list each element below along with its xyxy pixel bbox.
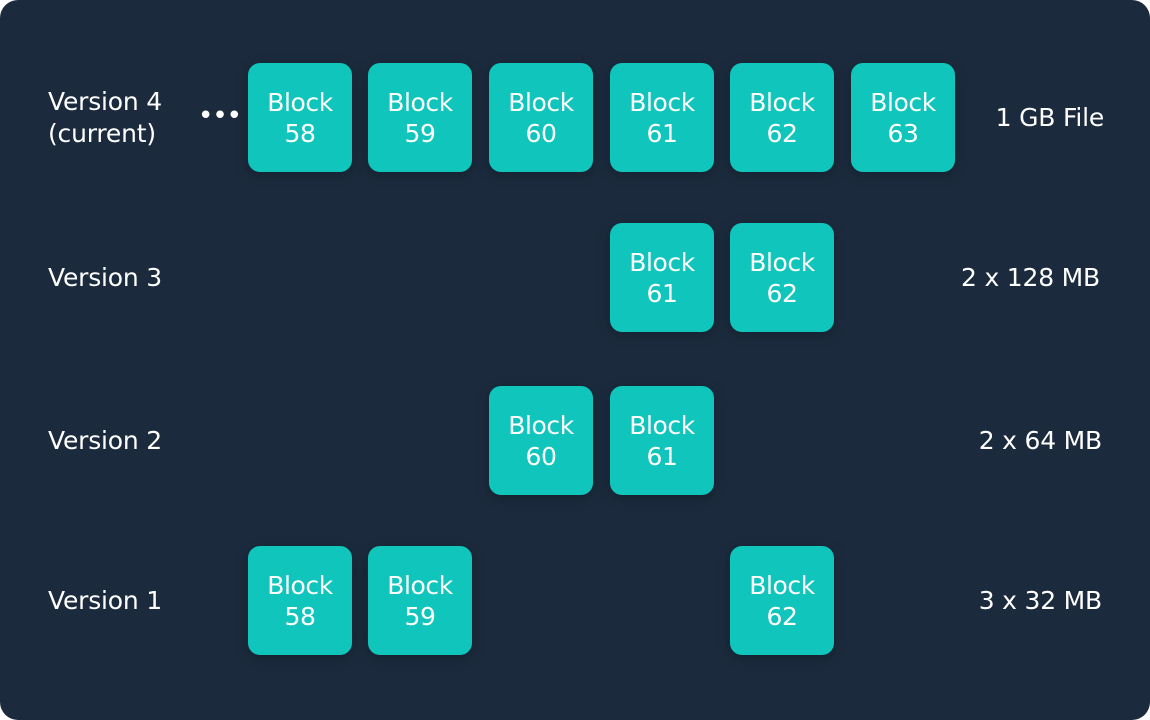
version-2-label-line-1: Version 2 xyxy=(48,426,162,455)
ellipsis-icon: ••• xyxy=(198,101,242,131)
block-v2-60: Block 60 xyxy=(489,386,593,495)
version-3-label-line-1: Version 3 xyxy=(48,263,162,292)
block-v3-61: Block 61 xyxy=(610,223,714,332)
version-3-label: Version 3 xyxy=(48,262,162,294)
block-word: Block xyxy=(387,570,453,600)
block-word: Block xyxy=(629,87,695,117)
block-word: Block xyxy=(870,87,936,117)
version-4-label: Version 4 (current) xyxy=(48,86,162,150)
block-v4-60: Block 60 xyxy=(489,63,593,172)
block-v2-61: Block 61 xyxy=(610,386,714,495)
block-number: 61 xyxy=(646,441,678,471)
block-v4-61: Block 61 xyxy=(610,63,714,172)
block-word: Block xyxy=(629,410,695,440)
block-v1-59: Block 59 xyxy=(368,546,472,655)
block-v4-62: Block 62 xyxy=(730,63,834,172)
version-3-size: 2 x 128 MB xyxy=(961,263,1100,292)
block-number: 62 xyxy=(766,601,798,631)
block-word: Block xyxy=(508,410,574,440)
block-number: 61 xyxy=(646,118,678,148)
block-number: 60 xyxy=(525,118,557,148)
block-word: Block xyxy=(749,87,815,117)
block-word: Block xyxy=(508,87,574,117)
version-1-size: 3 x 32 MB xyxy=(978,586,1102,615)
block-word: Block xyxy=(629,247,695,277)
block-v4-63: Block 63 xyxy=(851,63,955,172)
block-number: 62 xyxy=(766,278,798,308)
version-4-size: 1 GB File xyxy=(995,103,1105,132)
block-number: 58 xyxy=(284,601,316,631)
version-4-label-line-1: Version 4 xyxy=(48,87,162,116)
version-2-size: 2 x 64 MB xyxy=(978,426,1102,455)
block-number: 63 xyxy=(887,118,919,148)
block-v1-58: Block 58 xyxy=(248,546,352,655)
version-4-label-line-2: (current) xyxy=(48,119,156,148)
block-number: 59 xyxy=(404,118,436,148)
block-number: 61 xyxy=(646,278,678,308)
version-1-label-line-1: Version 1 xyxy=(48,586,162,615)
block-v4-58: Block 58 xyxy=(248,63,352,172)
block-number: 60 xyxy=(525,441,557,471)
block-v1-62: Block 62 xyxy=(730,546,834,655)
version-2-label: Version 2 xyxy=(48,425,162,457)
block-word: Block xyxy=(387,87,453,117)
block-word: Block xyxy=(267,570,333,600)
block-v3-62: Block 62 xyxy=(730,223,834,332)
block-number: 59 xyxy=(404,601,436,631)
block-word: Block xyxy=(267,87,333,117)
block-number: 62 xyxy=(766,118,798,148)
block-v4-59: Block 59 xyxy=(368,63,472,172)
version-1-label: Version 1 xyxy=(48,585,162,617)
block-number: 58 xyxy=(284,118,316,148)
block-word: Block xyxy=(749,570,815,600)
block-word: Block xyxy=(749,247,815,277)
